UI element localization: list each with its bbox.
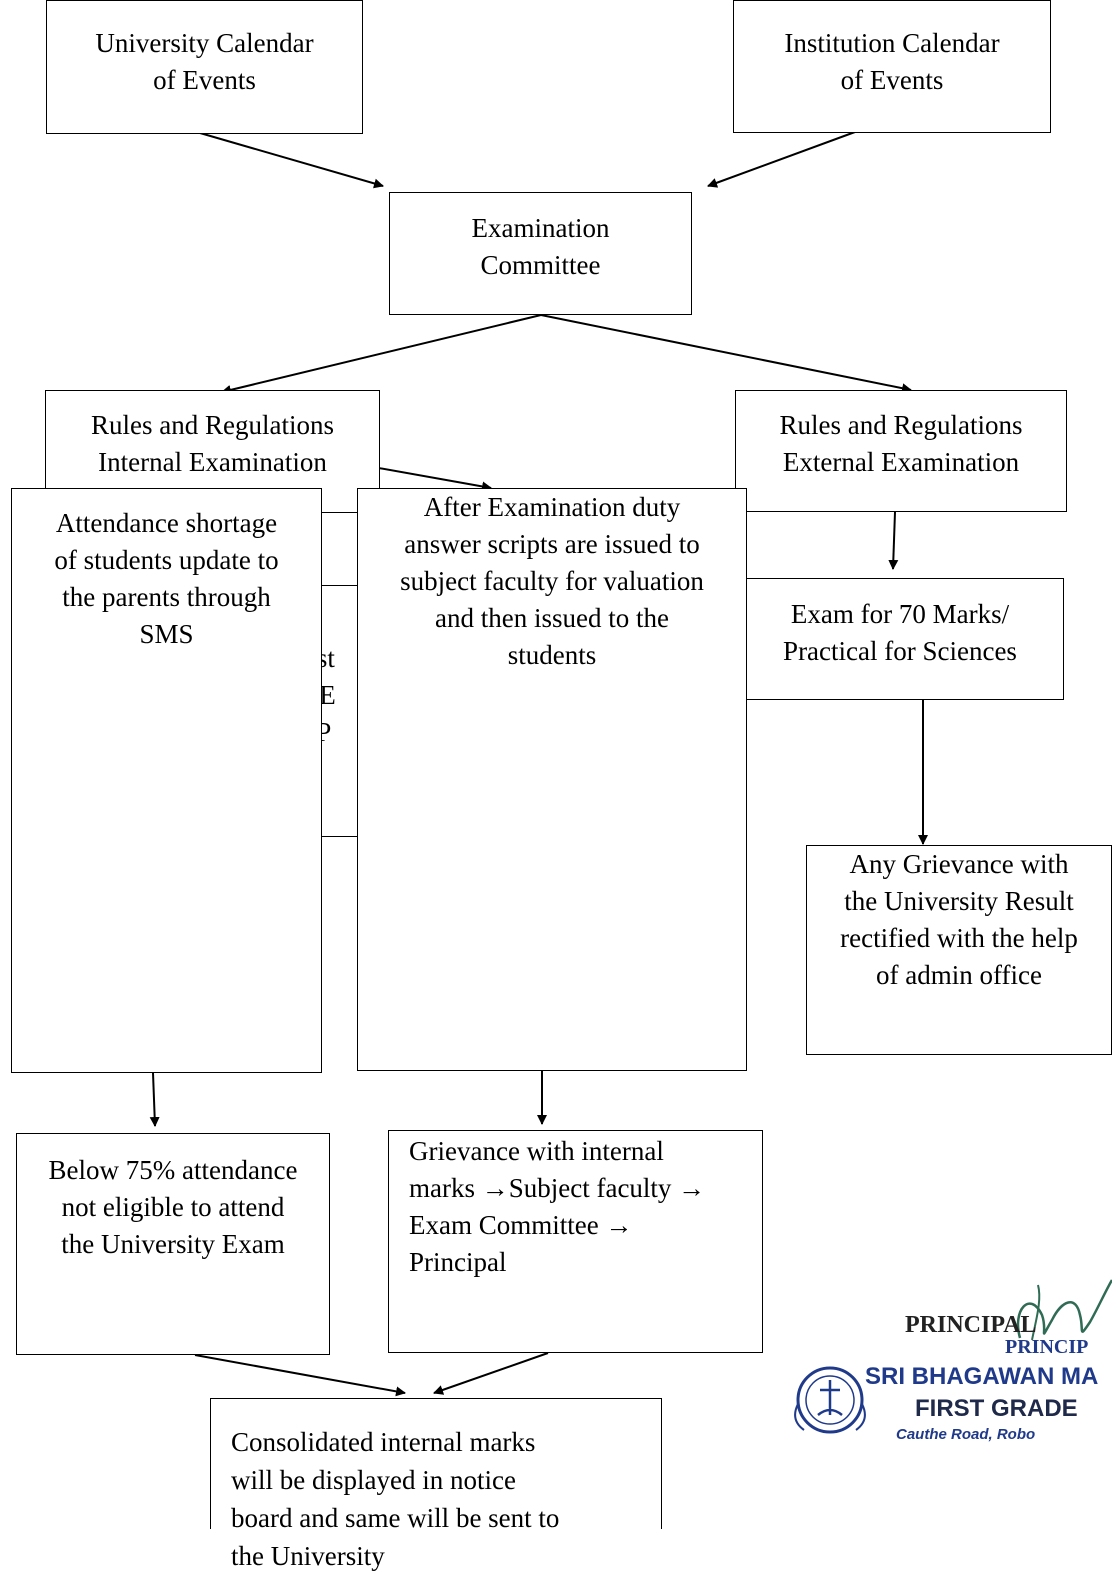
arrow-university-to-committee [199, 132, 384, 189]
connector-arrows [111, 131, 928, 1397]
college-emblem-icon [794, 1366, 866, 1434]
arrow-external-rules-to-exam [888, 511, 899, 570]
arrow-committee-to-internal-rules [221, 314, 542, 395]
arrow-institution-to-committee [707, 131, 856, 188]
arrow-below-75-to-consolidated [194, 1354, 406, 1397]
attendance-shortage-node: Attendance shortage of students update t… [11, 488, 322, 1073]
college-name-line2: FIRST GRADE [915, 1395, 1078, 1422]
node-below-75-attendance: Below 75% attendance not eligible to att… [16, 1133, 330, 1355]
node-answer-scripts: After Examination duty answer scripts ar… [357, 488, 747, 1071]
node-grievance-university: Any Grievance with the University Result… [806, 845, 1112, 1055]
node-external-exam: Exam for 70 Marks/Practical for Sciences [736, 578, 1064, 700]
principal-stamp: PRINCIPAL PRINCIP SRI BHAGAWAN MA FIRST … [780, 1260, 1112, 1529]
signature-scribble [1016, 1279, 1112, 1341]
arrow-committee-to-external-rules [540, 314, 912, 394]
college-address: Cauthe Road, Robo [896, 1426, 1036, 1443]
arrow-grievance-to-consolidated [433, 1352, 549, 1395]
principal-seal-label: PRINCIP [1005, 1336, 1089, 1358]
principal-signature-label: PRINCIPAL [905, 1312, 1037, 1338]
arrow-attendance-to-below-75 [149, 1072, 160, 1127]
node-consolidated-marks: Consolidated internal marks will be disp… [210, 1398, 662, 1571]
college-name-line1: SRI BHAGAWAN MA [865, 1363, 1099, 1390]
node-grievance-internal: Grievance with internal marks →Subject f… [388, 1130, 763, 1353]
